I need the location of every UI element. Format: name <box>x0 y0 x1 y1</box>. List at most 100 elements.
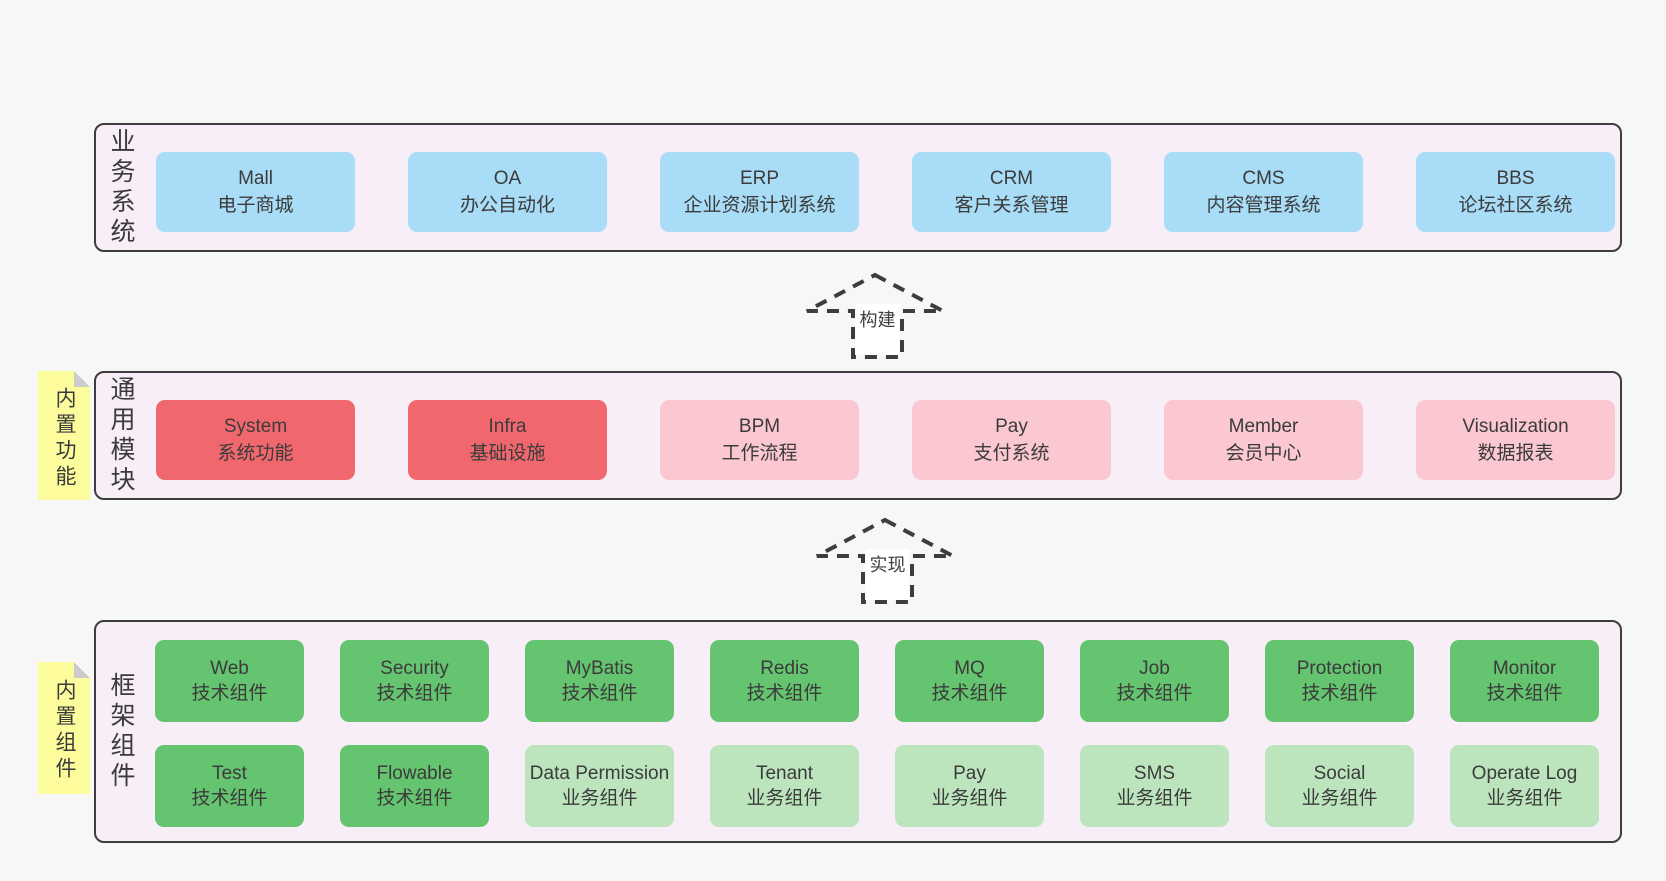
box-title: CRM <box>989 168 1034 189</box>
box-title: Tenant <box>755 763 814 784</box>
box-subtitle: 技术组件 <box>1301 683 1378 704</box>
sticky-label: 内置功能 <box>53 386 76 491</box>
box-subtitle: 业务组件 <box>931 788 1008 809</box>
box-pay-biz: Pay 业务组件 <box>895 745 1044 827</box>
arrow-label: 实现 <box>870 555 906 575</box>
box-title: Redis <box>760 658 809 679</box>
box-subtitle: 数据报表 <box>1477 443 1554 464</box>
folded-corner-icon <box>74 371 90 387</box>
box-title: Web <box>210 658 249 679</box>
implement-arrow-icon: 实现 <box>816 517 954 604</box>
box-data-permission: Data Permission 业务组件 <box>525 745 674 827</box>
box-subtitle: 技术组件 <box>376 683 453 704</box>
band-business-systems: 业务系统 Mall 电子商城 OA 办公自动化 ERP 企业资源计划系统 CRM… <box>94 123 1622 252</box>
box-title: ERP <box>739 168 780 189</box>
box-subtitle: 论坛社区系统 <box>1458 195 1573 216</box>
box-monitor: Monitor 技术组件 <box>1450 640 1599 722</box>
build-arrow-icon: 构建 <box>806 272 944 359</box>
box-title: Job <box>1139 658 1170 679</box>
box-subtitle: 技术组件 <box>1486 683 1563 704</box>
box-title: BPM <box>738 416 781 437</box>
box-tenant: Tenant 业务组件 <box>710 745 859 827</box>
box-operate-log: Operate Log 业务组件 <box>1450 745 1599 827</box>
box-title: Infra <box>488 416 527 437</box>
box-visualization: Visualization 数据报表 <box>1416 400 1615 480</box>
box-subtitle: 基础设施 <box>469 443 546 464</box>
box-subtitle: 会员中心 <box>1225 443 1302 464</box>
box-title: OA <box>493 168 522 189</box>
sticky-note-built-in-features: 内置功能 <box>38 371 90 500</box>
arrow-label: 构建 <box>860 310 896 330</box>
box-subtitle: 业务组件 <box>746 788 823 809</box>
sticky-label: 内置组件 <box>53 679 76 783</box>
box-subtitle: 工作流程 <box>721 443 798 464</box>
box-subtitle: 客户关系管理 <box>954 195 1069 216</box>
box-job: Job 技术组件 <box>1080 640 1229 722</box>
box-subtitle: 业务组件 <box>1116 788 1193 809</box>
box-title: MyBatis <box>565 658 634 679</box>
box-title: Pay <box>953 763 986 784</box>
band-title-business-systems: 业务系统 <box>107 127 135 248</box>
box-title: Social <box>1313 763 1366 784</box>
box-crm: CRM 客户关系管理 <box>912 152 1111 232</box>
box-sms: SMS 业务组件 <box>1080 745 1229 827</box>
box-title: MQ <box>954 658 985 679</box>
box-member: Member 会员中心 <box>1164 400 1363 480</box>
box-protection: Protection 技术组件 <box>1265 640 1414 722</box>
band-title-framework-components: 框架组件 <box>107 671 135 792</box>
box-title: Visualization <box>1462 416 1569 437</box>
box-mq: MQ 技术组件 <box>895 640 1044 722</box>
box-subtitle: 技术组件 <box>931 683 1008 704</box>
box-subtitle: 技术组件 <box>561 683 638 704</box>
box-title: Flowable <box>376 763 453 784</box>
box-title: CMS <box>1242 168 1285 189</box>
box-subtitle: 技术组件 <box>191 788 268 809</box>
box-pay: Pay 支付系统 <box>912 400 1111 480</box>
box-bpm: BPM 工作流程 <box>660 400 859 480</box>
box-cms: CMS 内容管理系统 <box>1164 152 1363 232</box>
box-subtitle: 技术组件 <box>746 683 823 704</box>
box-subtitle: 办公自动化 <box>459 195 555 216</box>
box-title: System <box>223 416 288 437</box>
box-flowable: Flowable 技术组件 <box>340 745 489 827</box>
box-title: Test <box>212 763 247 784</box>
box-mybatis: MyBatis 技术组件 <box>525 640 674 722</box>
box-subtitle: 支付系统 <box>973 443 1050 464</box>
band-title-common-modules: 通用模块 <box>107 375 135 496</box>
box-title: Monitor <box>1492 658 1557 679</box>
box-title: Member <box>1228 416 1299 437</box>
box-subtitle: 电子商城 <box>217 195 294 216</box>
box-title: Mall <box>238 168 273 189</box>
box-subtitle: 技术组件 <box>376 788 453 809</box>
box-test: Test 技术组件 <box>155 745 304 827</box>
box-title: Pay <box>995 416 1028 437</box>
band-common-modules: 通用模块 System 系统功能 Infra 基础设施 BPM 工作流程 Pay… <box>94 371 1622 500</box>
box-oa: OA 办公自动化 <box>408 152 607 232</box>
box-subtitle: 技术组件 <box>1116 683 1193 704</box>
folded-corner-icon <box>74 662 90 678</box>
box-subtitle: 业务组件 <box>1486 788 1563 809</box>
box-title: SMS <box>1133 763 1176 784</box>
box-title: Security <box>380 658 449 679</box>
box-subtitle: 企业资源计划系统 <box>683 195 836 216</box>
box-social: Social 业务组件 <box>1265 745 1414 827</box>
box-subtitle: 业务组件 <box>561 788 638 809</box>
box-title: BBS <box>1496 168 1535 189</box>
sticky-note-built-in-components: 内置组件 <box>38 662 90 794</box>
box-subtitle: 内容管理系统 <box>1206 195 1321 216</box>
box-title: Operate Log <box>1471 763 1578 784</box>
box-subtitle: 技术组件 <box>191 683 268 704</box>
box-subtitle: 业务组件 <box>1301 788 1378 809</box>
box-mall: Mall 电子商城 <box>156 152 355 232</box>
band-framework-components: 框架组件 Web 技术组件 Security 技术组件 MyBatis 技术组件… <box>94 620 1622 843</box>
box-title: Data Permission <box>529 763 670 784</box>
box-bbs: BBS 论坛社区系统 <box>1416 152 1615 232</box>
box-web: Web 技术组件 <box>155 640 304 722</box>
box-redis: Redis 技术组件 <box>710 640 859 722</box>
box-title: Protection <box>1296 658 1383 679</box>
box-infra: Infra 基础设施 <box>408 400 607 480</box>
box-subtitle: 系统功能 <box>217 443 294 464</box>
box-system: System 系统功能 <box>156 400 355 480</box>
box-security: Security 技术组件 <box>340 640 489 722</box>
